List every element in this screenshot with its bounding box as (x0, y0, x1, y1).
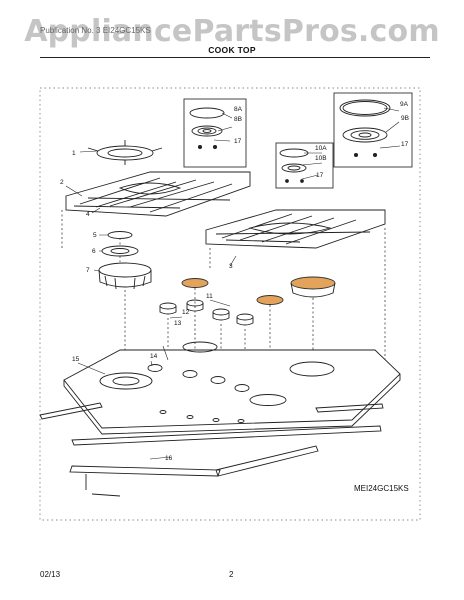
inset-box-8 (183, 98, 247, 168)
callout-label: 4 (86, 211, 90, 218)
callout-label: 14 (150, 353, 158, 360)
callout-label: 10B (315, 155, 327, 162)
callout-label: 6 (92, 248, 96, 255)
leader-lines (65, 107, 401, 460)
right-grate (205, 209, 386, 249)
callout-labels: 8A 8B 17 9A 9B 17 10A 10B 17 1 2 4 5 6 7… (60, 101, 409, 462)
callout-label: 11 (206, 293, 213, 300)
wok-ring-grate (87, 140, 163, 165)
inset-box-10 (275, 142, 334, 189)
callout-label: 16 (165, 455, 173, 462)
exploded-cooktop-diagram: 8A 8B 17 9A 9B 17 10A 10B 17 1 2 4 5 6 7… (39, 87, 421, 521)
callout-label: 17 (234, 138, 242, 145)
callout-label: 9B (401, 115, 409, 122)
callout-label: 13 (174, 320, 182, 327)
left-burner-assembly (98, 231, 152, 290)
callout-label: 17 (316, 172, 324, 179)
callout-label: 9A (400, 101, 409, 108)
valve-collars (147, 364, 250, 392)
burner-caps (181, 276, 336, 305)
callout-label: 3 (229, 263, 233, 270)
cooktop-panel (63, 341, 401, 435)
footer-page-number: 2 (229, 570, 234, 579)
callout-label: 8A (234, 106, 243, 113)
watermark: AppliancePartsPros.com (24, 14, 440, 49)
callout-label: 10A (315, 145, 327, 152)
callout-label: 12 (182, 309, 190, 316)
model-code: MEI24GC15KS (354, 484, 409, 493)
gasket-strips (39, 402, 384, 497)
callout-label: 15 (72, 356, 80, 363)
inset-box-9 (333, 92, 413, 168)
callout-label: 1 (72, 150, 76, 157)
callout-label: 5 (93, 232, 97, 239)
header-line: Publication No. 3 EI24GC15KS (40, 26, 151, 35)
left-grate (65, 171, 251, 217)
frame-outline (39, 87, 421, 521)
page-title: COOK TOP (208, 45, 256, 55)
title-rule (40, 57, 430, 58)
footer-date: 02/13 (40, 570, 61, 579)
assembly-lines (61, 210, 386, 394)
callout-label: 7 (86, 267, 90, 274)
callout-label: 8B (234, 116, 242, 123)
callout-label: 2 (60, 179, 64, 186)
callout-label: 17 (401, 141, 409, 148)
